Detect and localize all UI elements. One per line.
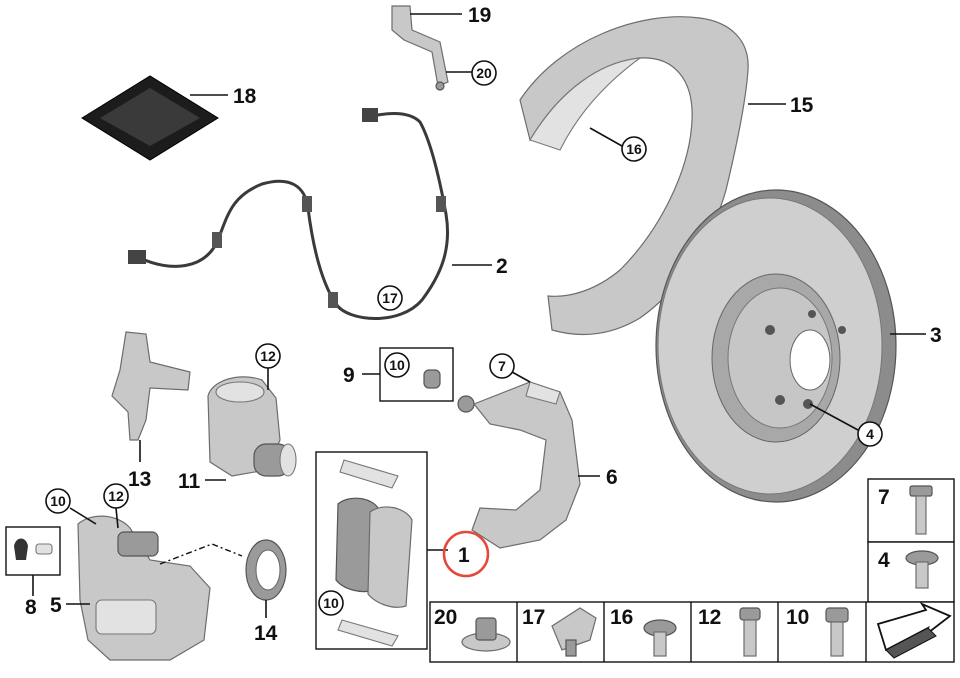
- callout-11: 11: [178, 470, 201, 493]
- callout-14: 14: [254, 622, 278, 645]
- callout-5: 5: [50, 594, 62, 617]
- fastener-label-7: 7: [878, 486, 890, 509]
- part-6-caliper-carrier: [457, 381, 581, 549]
- fastener-strip: [429, 601, 955, 663]
- fastener-tile-16: 16: [610, 606, 677, 657]
- callout-6: 6: [606, 466, 618, 489]
- part-14-seal: [245, 539, 287, 601]
- fastener-tile-10: 10: [786, 606, 849, 657]
- part-13-holder: [111, 331, 191, 441]
- part-18-pad: [81, 75, 219, 161]
- callout-3: 3: [930, 324, 942, 347]
- part-10-bush: [423, 369, 441, 389]
- callout-10b: 10: [50, 493, 66, 509]
- callout-16: 16: [626, 141, 642, 157]
- callout-13: 13: [128, 468, 151, 491]
- callout-4: 4: [866, 426, 874, 442]
- highlight-ring: [442, 530, 490, 578]
- fastener-tile-20: 20: [434, 606, 511, 652]
- part-3-brake-disc: [655, 189, 897, 503]
- fastener-tile-7: 7: [867, 478, 955, 543]
- fastener-tile-12: 12: [698, 606, 761, 657]
- callout-7: 7: [498, 358, 506, 374]
- part-19-bracket: [391, 5, 449, 91]
- fastener-label-10: 10: [786, 606, 809, 629]
- callout-15: 15: [790, 94, 814, 117]
- callout-12a: 12: [260, 348, 276, 364]
- callout-8: 8: [25, 596, 37, 619]
- fastener-label-12: 12: [698, 606, 721, 629]
- callout-18: 18: [233, 85, 257, 108]
- callout-9: 9: [343, 364, 355, 387]
- callout-1: 1: [458, 544, 470, 567]
- fastener-label-16: 16: [610, 606, 633, 629]
- part-5-caliper: [77, 515, 211, 661]
- callout-10c: 10: [323, 595, 339, 611]
- fastener-label-4: 4: [878, 549, 890, 572]
- fastener-tile-4: 4: [867, 541, 955, 603]
- callout-12b: 12: [108, 488, 124, 504]
- callout-19: 19: [468, 4, 491, 27]
- fastener-label-17: 17: [522, 606, 545, 629]
- callout-2: 2: [496, 255, 508, 278]
- part-11-actuator: [207, 376, 297, 477]
- part-1-brake-pads: [335, 459, 413, 647]
- fastener-tile-17: 17: [522, 606, 597, 657]
- callout-10a: 10: [389, 357, 405, 373]
- arrow-icon: [876, 601, 952, 659]
- fastener-label-20: 20: [434, 606, 457, 629]
- callout-17: 17: [382, 290, 398, 306]
- part-8-clip: [14, 538, 53, 560]
- part-2-wear-sensor: [128, 108, 450, 320]
- callout-20: 20: [476, 65, 492, 81]
